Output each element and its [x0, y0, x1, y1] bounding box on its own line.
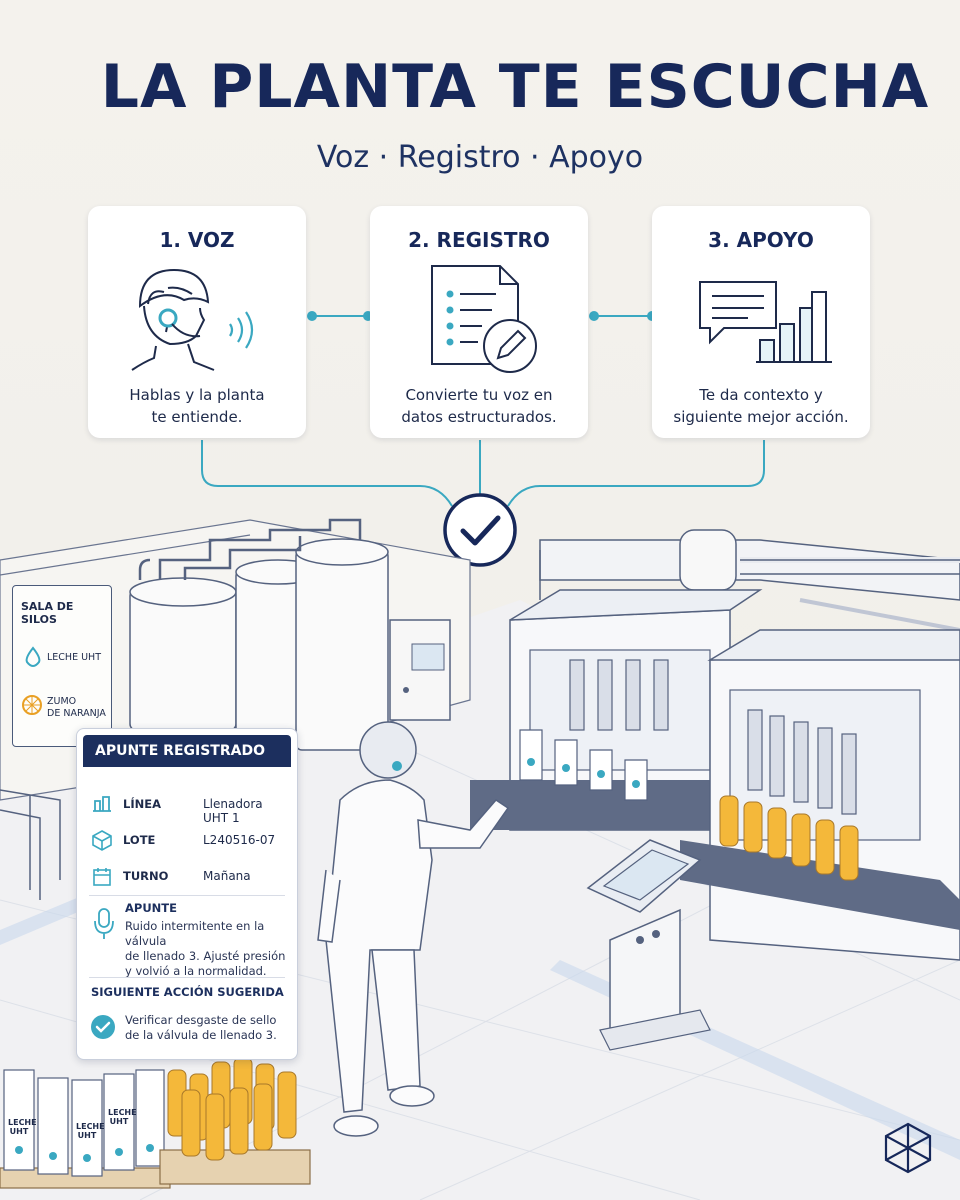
- carton-pallet: [0, 1069, 171, 1189]
- brand-logo-icon: [884, 1122, 932, 1174]
- page-title: LA PLANTA TE ESCUCHA: [100, 52, 930, 122]
- note-turno-label: TURNO: [123, 869, 169, 883]
- step-title: 3. APOYO: [708, 228, 814, 252]
- production-line-icon: [93, 796, 111, 812]
- calendar-icon: [93, 868, 111, 886]
- operator-headset-icon: [131, 268, 254, 371]
- registered-note-card: APUNTE REGISTRADO LÍNEA Llenadora UHT 1 …: [76, 728, 298, 1060]
- check-badge-icon: [91, 1015, 115, 1039]
- hmi-kiosk: [586, 839, 711, 1051]
- note-lote-value: L240516-07: [203, 833, 276, 847]
- filling-machine-1: [470, 589, 763, 831]
- note-accion-label: SIGUIENTE ACCIÓN SUGERIDA: [91, 985, 284, 999]
- chat-chart-icon: [699, 281, 832, 363]
- juice-pallet: [159, 1057, 311, 1185]
- step-title: 2. REGISTRO: [408, 228, 550, 252]
- note-apunte-label: APUNTE: [125, 901, 177, 915]
- step-title: 1. VOZ: [159, 228, 235, 252]
- sign-title: SALA DE SILOS: [21, 600, 74, 626]
- sign-item-milk: LECHE UHT: [47, 652, 101, 663]
- microphone-icon: [94, 908, 114, 939]
- note-linea-label: LÍNEA: [123, 797, 161, 811]
- silo-tanks: [129, 538, 389, 751]
- page-subtitle: Voz · Registro · Apoyo: [316, 140, 644, 175]
- note-turno-value: Mañana: [203, 869, 251, 883]
- filling-machine-2: [680, 629, 960, 961]
- note-linea-value: Llenadora UHT 1: [203, 797, 263, 825]
- note-header: APUNTE REGISTRADO: [83, 735, 291, 767]
- orange-slice-icon: [22, 695, 42, 715]
- box-icon: [92, 830, 112, 851]
- milk-drop-icon: [25, 646, 41, 667]
- check-circle-icon: [443, 493, 517, 567]
- document-edit-icon: [431, 265, 537, 373]
- note-lote-label: LOTE: [123, 833, 156, 847]
- worker-figure: [317, 721, 510, 1137]
